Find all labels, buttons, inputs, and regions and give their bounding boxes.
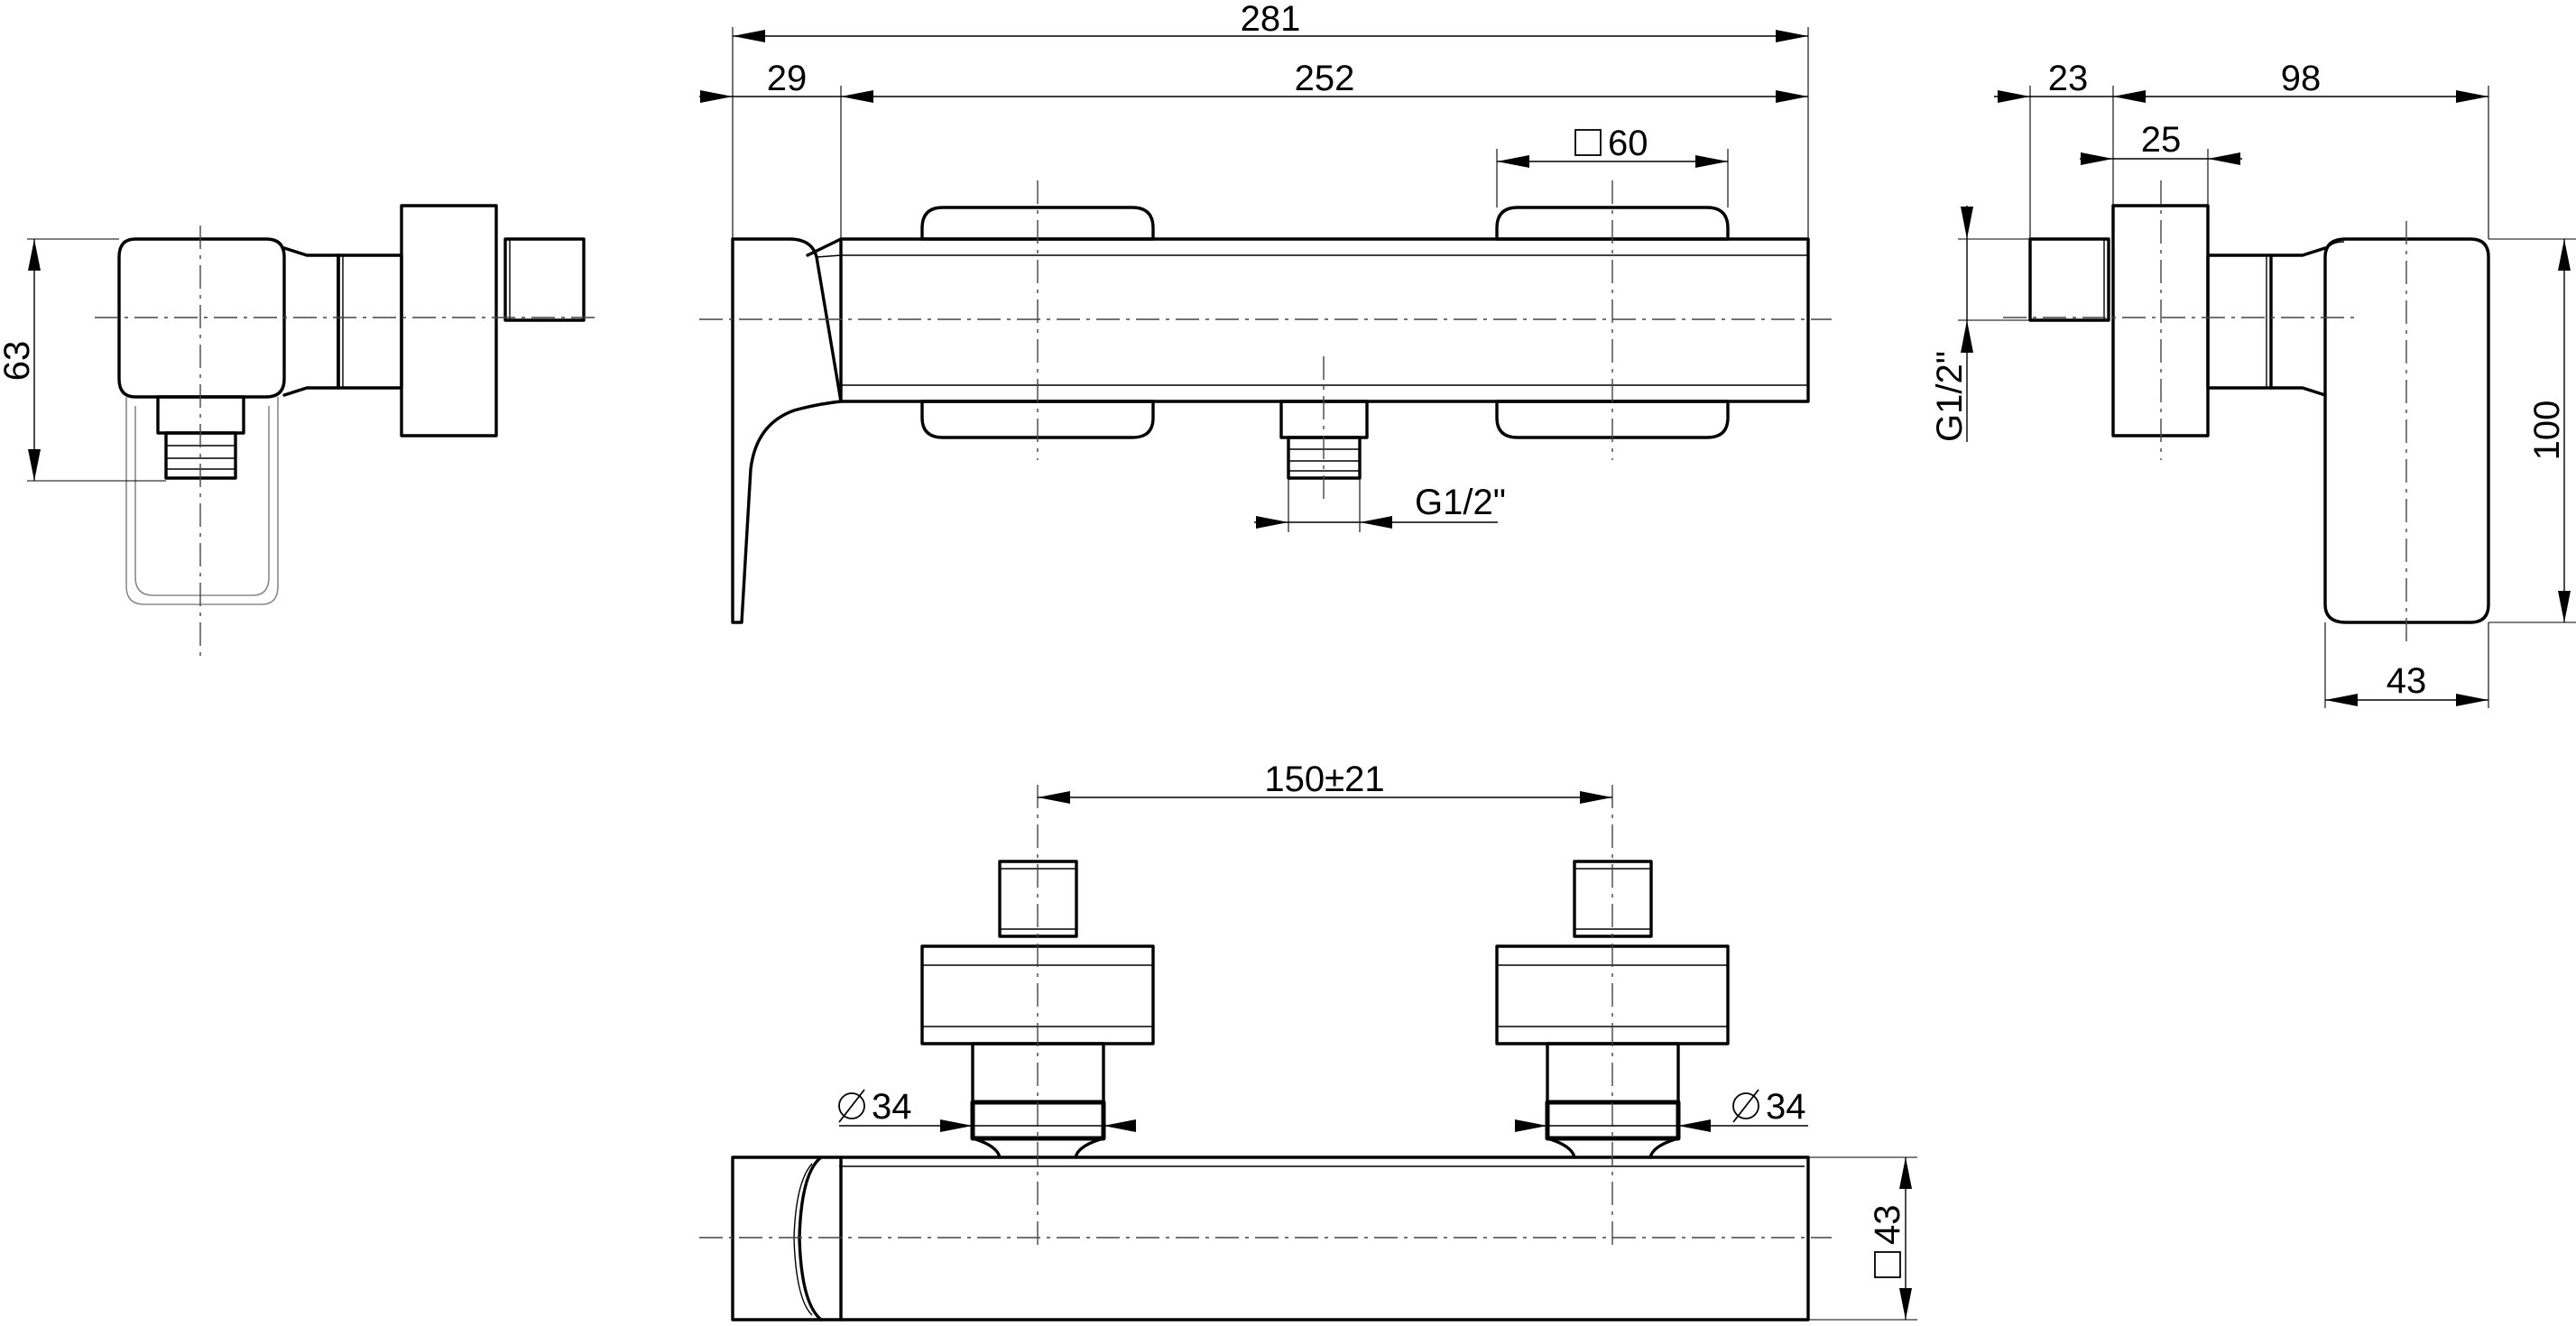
dim-body-length: 252 (1295, 59, 1355, 98)
left-side-view: 63 (0, 204, 596, 658)
dim-cover-depth: 25 (2141, 120, 2182, 160)
dim-side-height: 63 (0, 341, 37, 382)
top-view: 150±21 34 34 43 (699, 760, 1917, 1321)
dim-overall-length: 281 (1241, 0, 1301, 39)
dim-flange-diameter-right: 34 (1766, 1087, 1806, 1127)
right-side-view: 23 98 25 G1/2" 100 43 (1930, 59, 2576, 708)
front-view: 281 29 252 60 G1/2" (699, 0, 1832, 624)
diameter-symbol-icon (1732, 1089, 1759, 1123)
dim-body-square: 43 (1868, 1205, 1907, 1246)
dim-center-distance: 150±21 (1264, 760, 1384, 799)
square-symbol-icon (1574, 129, 1602, 156)
dim-inlet-thread: G1/2" (1930, 351, 1970, 442)
dim-lever-width: 43 (2387, 661, 2427, 701)
dim-inlet-length: 23 (2048, 59, 2089, 98)
dim-handle-square: 60 (1608, 124, 1648, 163)
square-symbol-icon (1874, 1251, 1901, 1278)
dim-projection: 98 (2281, 59, 2322, 98)
diameter-symbol-icon (838, 1089, 865, 1123)
dim-lever-height: 100 (2527, 401, 2567, 461)
dim-flange-diameter-left: 34 (872, 1087, 912, 1127)
dim-spout-offset: 29 (767, 59, 808, 98)
dim-outlet-thread: G1/2" (1415, 483, 1506, 522)
